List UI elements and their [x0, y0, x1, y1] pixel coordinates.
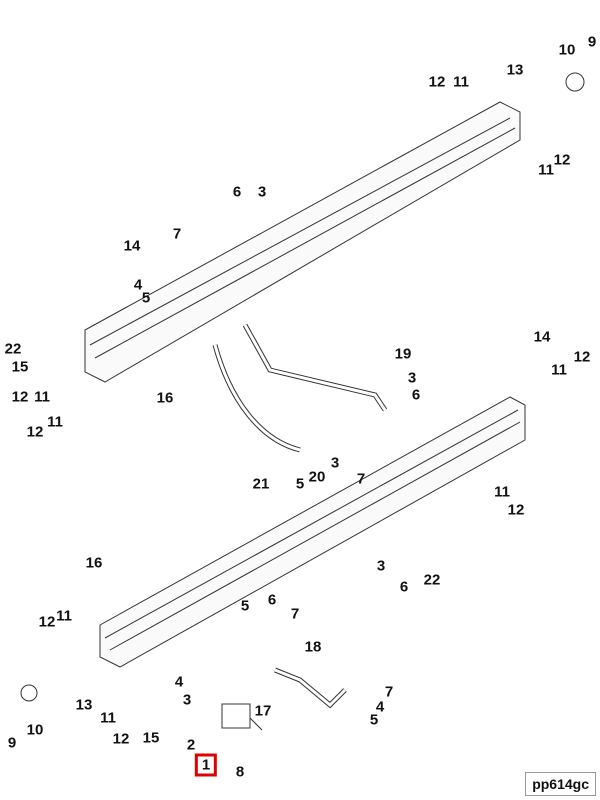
callout: 12 — [507, 501, 525, 519]
callout: 9 — [7, 734, 17, 752]
callout: 10 — [558, 41, 576, 59]
callout: 22 — [423, 571, 441, 589]
callout: 3 — [407, 369, 417, 387]
callout: 20 — [308, 468, 326, 486]
callout: 3 — [330, 454, 340, 472]
callout: 15 — [142, 729, 160, 747]
fuel-tube-18 — [274, 667, 347, 709]
callout: 7 — [356, 470, 366, 488]
callout: 12 — [573, 348, 591, 366]
callout: 12 — [26, 423, 44, 441]
callout: 16 — [156, 389, 174, 407]
callout: 13 — [506, 61, 524, 79]
callout: 14 — [533, 328, 551, 346]
callout: 21 — [252, 475, 270, 493]
callout: 14 — [123, 237, 141, 255]
callout: 18 — [304, 638, 322, 656]
callout: 7 — [290, 605, 300, 623]
callout: 11 — [100, 709, 116, 727]
callout: 10 — [26, 721, 44, 739]
callout: 11 — [34, 388, 50, 406]
callout: 22 — [4, 340, 22, 358]
callout: 6 — [411, 386, 421, 404]
callout: 12 — [38, 613, 56, 631]
callout: 5 — [141, 289, 151, 307]
callout: 11 — [494, 483, 510, 501]
callout: 7 — [172, 225, 182, 243]
callout: 5 — [295, 475, 305, 493]
callout: 16 — [85, 554, 103, 572]
callout: 12 — [428, 73, 446, 91]
callout: 12 — [553, 151, 571, 169]
callout: 2 — [186, 736, 196, 754]
lower-fuel-rail — [99, 396, 526, 668]
block-fitting — [221, 703, 263, 731]
callout: 6 — [399, 578, 409, 596]
callout: 15 — [11, 358, 29, 376]
callout: 17 — [254, 702, 272, 720]
callout: 5 — [240, 597, 250, 615]
callout: 11 — [47, 413, 63, 431]
callout: 4 — [133, 276, 143, 294]
callout: 4 — [375, 698, 385, 716]
callout: 11 — [551, 361, 567, 379]
callout: 6 — [267, 591, 277, 609]
callout: 12 — [11, 388, 29, 406]
callout: 4 — [174, 673, 184, 691]
callout: 3 — [376, 557, 386, 575]
callout: 3 — [182, 691, 192, 709]
callout: 11 — [453, 73, 469, 91]
callout: 11 — [56, 607, 72, 625]
callout: 5 — [369, 711, 379, 729]
callout-highlighted[interactable]: 1 — [194, 753, 218, 777]
fuel-tube-19 — [242, 323, 388, 412]
callout: 19 — [394, 345, 412, 363]
callout: 13 — [75, 696, 93, 714]
fuel-tube-21 — [212, 344, 301, 453]
callout: 8 — [235, 763, 245, 781]
callout: 12 — [112, 730, 130, 748]
callout: 6 — [232, 183, 242, 201]
upper-fuel-rail — [84, 101, 521, 383]
callout: 7 — [384, 683, 394, 701]
callout: 11 — [538, 161, 554, 179]
callout: 3 — [257, 183, 267, 201]
callout: 9 — [587, 33, 597, 51]
reference-code: pp614gc — [525, 772, 596, 796]
end-plugs — [20, 72, 585, 702]
